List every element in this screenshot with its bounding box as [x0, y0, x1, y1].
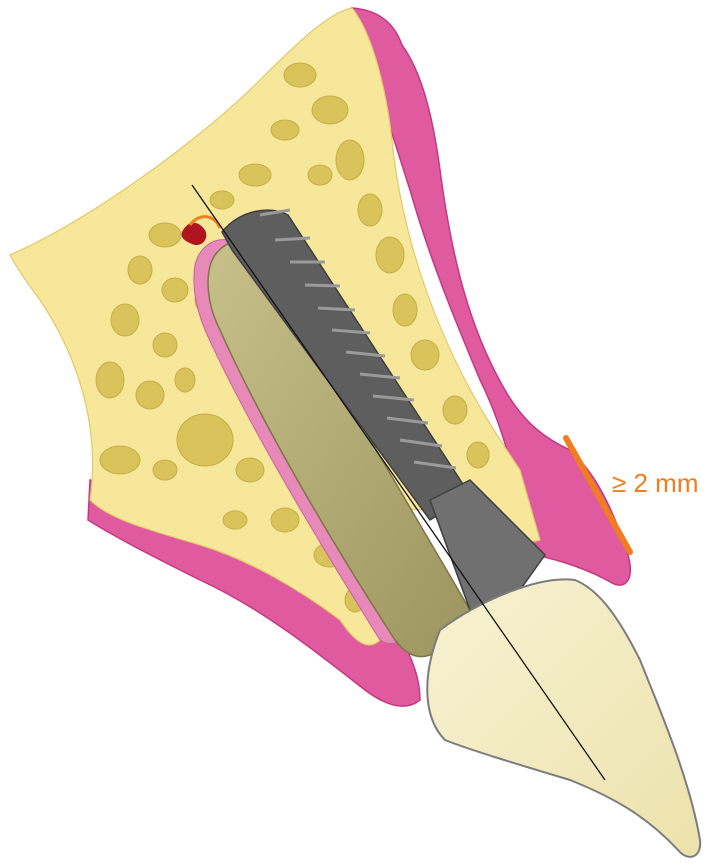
- implant-crown: [427, 579, 700, 856]
- buccal-width-label: ≥ 2 mm: [612, 468, 699, 499]
